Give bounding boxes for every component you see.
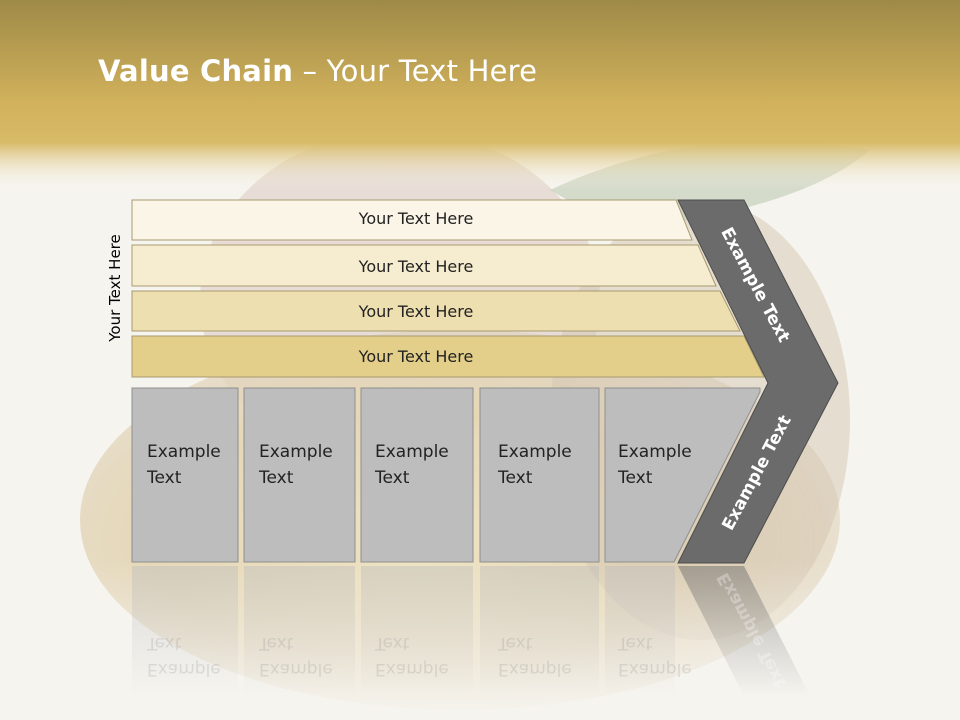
box-reflection-2: Example Text	[259, 633, 333, 679]
title-bold: Value Chain	[98, 54, 294, 88]
box-reflection-1: Example Text	[147, 633, 221, 679]
box-reflection-5: Example Text	[618, 633, 692, 679]
box-shape-3	[360, 387, 474, 563]
row-shape-4	[131, 335, 765, 378]
row-shape-1	[131, 199, 693, 241]
box-reflection-3: Example Text	[375, 633, 449, 679]
slide-title: Value Chain – Your Text Here	[98, 54, 537, 88]
row-shapes	[131, 199, 765, 378]
box-shape-1	[131, 387, 239, 563]
row-label-2: Your Text Here	[358, 257, 474, 276]
row-label-1: Your Text Here	[358, 209, 474, 228]
box-label-5: Example Text	[618, 442, 692, 488]
vertical-label: Your Text Here	[106, 234, 124, 342]
box-label-3: Example Text	[375, 442, 449, 488]
box-shapes	[131, 387, 761, 563]
box-shape-2	[243, 387, 356, 563]
box-label-1: Example Text	[147, 442, 221, 488]
box-reflection-4: Example Text	[498, 633, 572, 679]
row-label-3: Your Text Here	[358, 302, 474, 321]
box-label-2: Example Text	[259, 442, 333, 488]
row-label-4: Your Text Here	[358, 347, 474, 366]
reflection-shapes	[132, 566, 810, 696]
title-rest: – Your Text Here	[293, 54, 538, 88]
box-shape-5	[604, 387, 761, 563]
box-label-4: Example Text	[498, 442, 572, 488]
row-shape-2	[131, 244, 717, 287]
box-shape-4	[479, 387, 600, 563]
row-shape-3	[131, 290, 741, 332]
chevron-shape	[677, 199, 839, 564]
